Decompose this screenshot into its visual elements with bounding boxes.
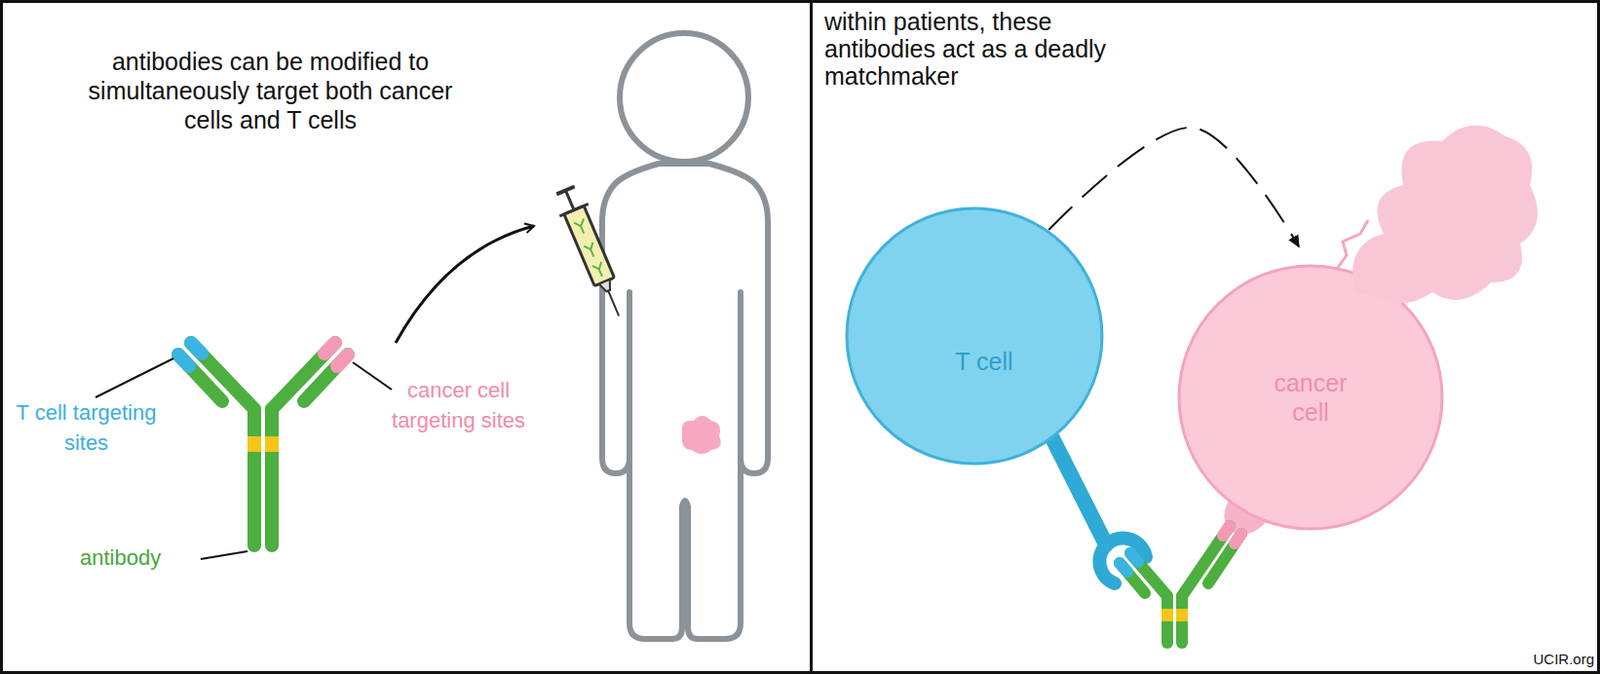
panel-caption: antibodies can be modified to simultaneo… [82, 46, 458, 135]
cell-damage [1336, 220, 1369, 269]
panel-border [1, 1, 812, 674]
cell-label: T cell [920, 346, 1048, 377]
antibody-chain [247, 409, 262, 546]
t-cell-binding-tip [1130, 553, 1139, 563]
hinge-region [1161, 609, 1174, 622]
attack-arrow [1048, 127, 1299, 248]
leader-line [95, 358, 174, 398]
leader-line [352, 362, 392, 390]
cancer-binding-tip [1234, 533, 1242, 544]
part-label: T cell targeting sites [15, 397, 157, 458]
syringe-tip [599, 279, 614, 294]
cancer-binding-tip [337, 354, 348, 367]
edge-group [1048, 127, 1299, 248]
arm-line [737, 292, 744, 458]
tumor-blob [682, 416, 722, 455]
leader-line [200, 551, 248, 560]
t-cell-binding-tip [1119, 563, 1128, 572]
antibody-chain [1176, 596, 1188, 644]
hinge-region [265, 436, 279, 453]
t-cell-receptor [1052, 438, 1106, 545]
antibody-mini [573, 218, 608, 278]
antibody-chain [265, 409, 279, 546]
cancer-binding-tip [1222, 526, 1230, 536]
antibody-illustration [1119, 526, 1242, 644]
syringe-needle [608, 291, 619, 317]
antibody-chain [304, 354, 348, 402]
syringe-flange [559, 203, 588, 217]
antibody-chain [178, 354, 223, 402]
panel-caption: within patients, these antibodies act as… [824, 7, 1117, 90]
arm-line [626, 292, 633, 458]
patient-head [619, 33, 749, 162]
cell-outline [844, 206, 1105, 466]
watermark: UCIR.org [1527, 650, 1595, 669]
cancer-binding-tip [324, 342, 336, 354]
cell-burst [1352, 125, 1538, 305]
cell-body [1179, 266, 1443, 530]
part-label: cancer cell targeting sites [387, 375, 530, 436]
cell-circle: T cell [844, 206, 1105, 466]
patient-body [602, 163, 768, 640]
cell-body [846, 208, 1103, 464]
antibody-chain [1161, 596, 1174, 644]
hinge-region [1176, 609, 1188, 622]
cell-label: cancer cell [1261, 368, 1360, 427]
panel-border [811, 1, 1600, 674]
antibody-chain [1119, 563, 1145, 594]
injection-arrow [395, 226, 534, 343]
t-cell-binding-tip [190, 342, 202, 354]
syringe-barrel [564, 205, 615, 286]
t-cell-receptor [1099, 538, 1146, 584]
hinge-region [247, 436, 262, 453]
antibody-illustration [178, 342, 348, 546]
syringe [551, 184, 634, 322]
t-cell-binding-tip [178, 354, 190, 367]
plunger-rod [565, 190, 574, 210]
part-label: antibody [79, 543, 207, 573]
cell-circle: cancer cell [1177, 264, 1445, 532]
cell-outline [1177, 264, 1445, 532]
